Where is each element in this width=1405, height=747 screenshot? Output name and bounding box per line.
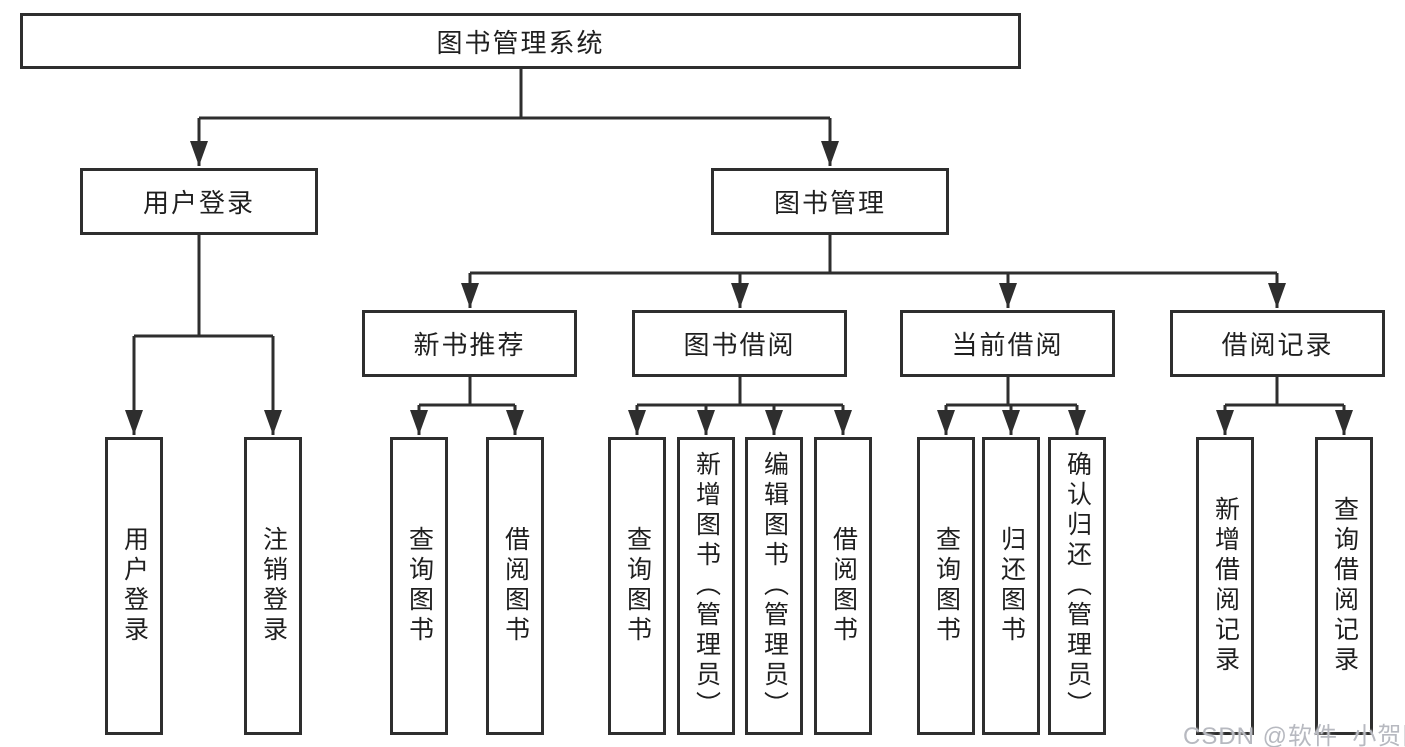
leaf-newbook-borrow-books: 借阅图书 bbox=[486, 437, 544, 735]
leaf-user-login: 用户登录 bbox=[105, 437, 163, 735]
node-new-book-recommendation: 新书推荐 bbox=[362, 310, 577, 377]
node-book-management: 图书管理 bbox=[711, 168, 949, 235]
watermark: CSDN @软件_小贺同学 bbox=[1183, 723, 1405, 747]
leaf-current-query-books: 查询图书 bbox=[917, 437, 975, 735]
node-borrowing-records: 借阅记录 bbox=[1170, 310, 1385, 377]
leaf-logout: 注销登录 bbox=[244, 437, 302, 735]
leaf-records-query-record: 查询借阅记录 bbox=[1315, 437, 1373, 735]
leaf-borrow-borrow-books: 借阅图书 bbox=[814, 437, 872, 735]
leaf-current-return-books: 归还图书 bbox=[982, 437, 1040, 735]
leaf-records-add-record: 新增借阅记录 bbox=[1196, 437, 1254, 735]
leaf-borrow-query-books: 查询图书 bbox=[608, 437, 666, 735]
node-book-borrowing: 图书借阅 bbox=[632, 310, 847, 377]
node-current-borrowing: 当前借阅 bbox=[900, 310, 1115, 377]
leaf-newbook-query-books: 查询图书 bbox=[390, 437, 448, 735]
leaf-borrow-edit-books-admin: 编辑图书（管理员） bbox=[745, 437, 803, 735]
leaf-current-confirm-return-admin: 确认归还（管理员） bbox=[1048, 437, 1106, 735]
node-library-system-root: 图书管理系统 bbox=[20, 13, 1021, 69]
node-user-login: 用户登录 bbox=[80, 168, 318, 235]
leaf-borrow-add-books-admin: 新增图书（管理员） bbox=[677, 437, 735, 735]
